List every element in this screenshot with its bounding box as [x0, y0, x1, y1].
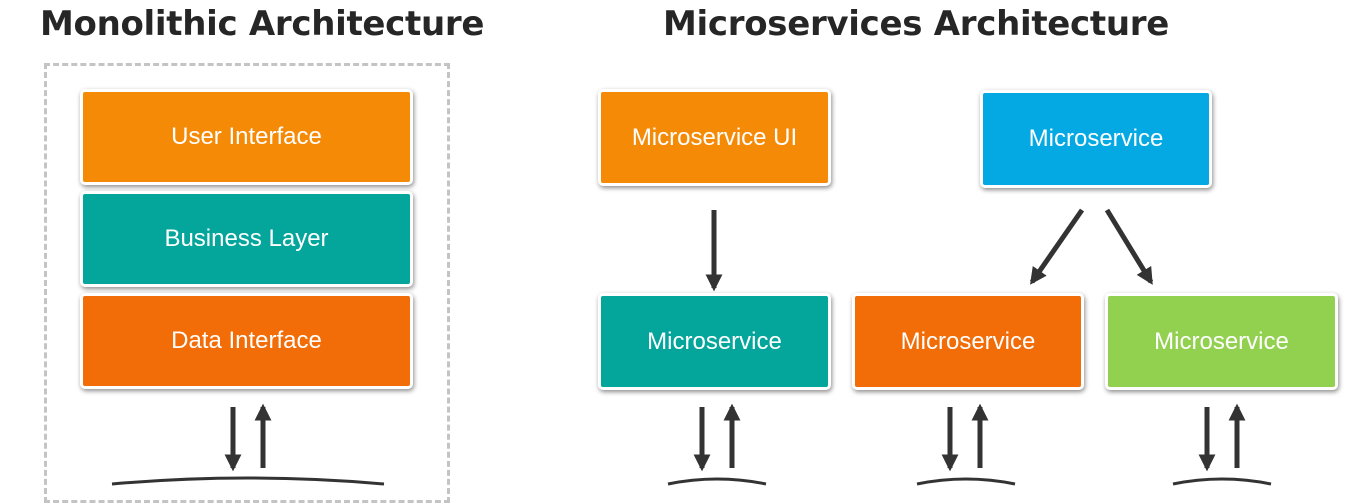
microservices-title: Microservices Architecture [663, 4, 1169, 44]
data-interface-layer: Data Interface [80, 293, 413, 389]
connector-arrows [111, 208, 1272, 486]
top-to-orange-arrow [1029, 208, 1085, 285]
microservice-node-orange: Microservice [852, 293, 1084, 390]
business-layer: Business Layer [80, 191, 413, 287]
microservice-ui-node: Microservice UI [598, 89, 831, 186]
user-interface-layer: User Interface [80, 89, 413, 185]
top-to-green-arrow [1104, 208, 1154, 285]
microservice-node-top: Microservice [980, 90, 1212, 188]
microservice-node-teal: Microservice [598, 293, 831, 390]
monolithic-title: Monolithic Architecture [40, 4, 485, 44]
microservice-node-green: Microservice [1105, 293, 1338, 390]
